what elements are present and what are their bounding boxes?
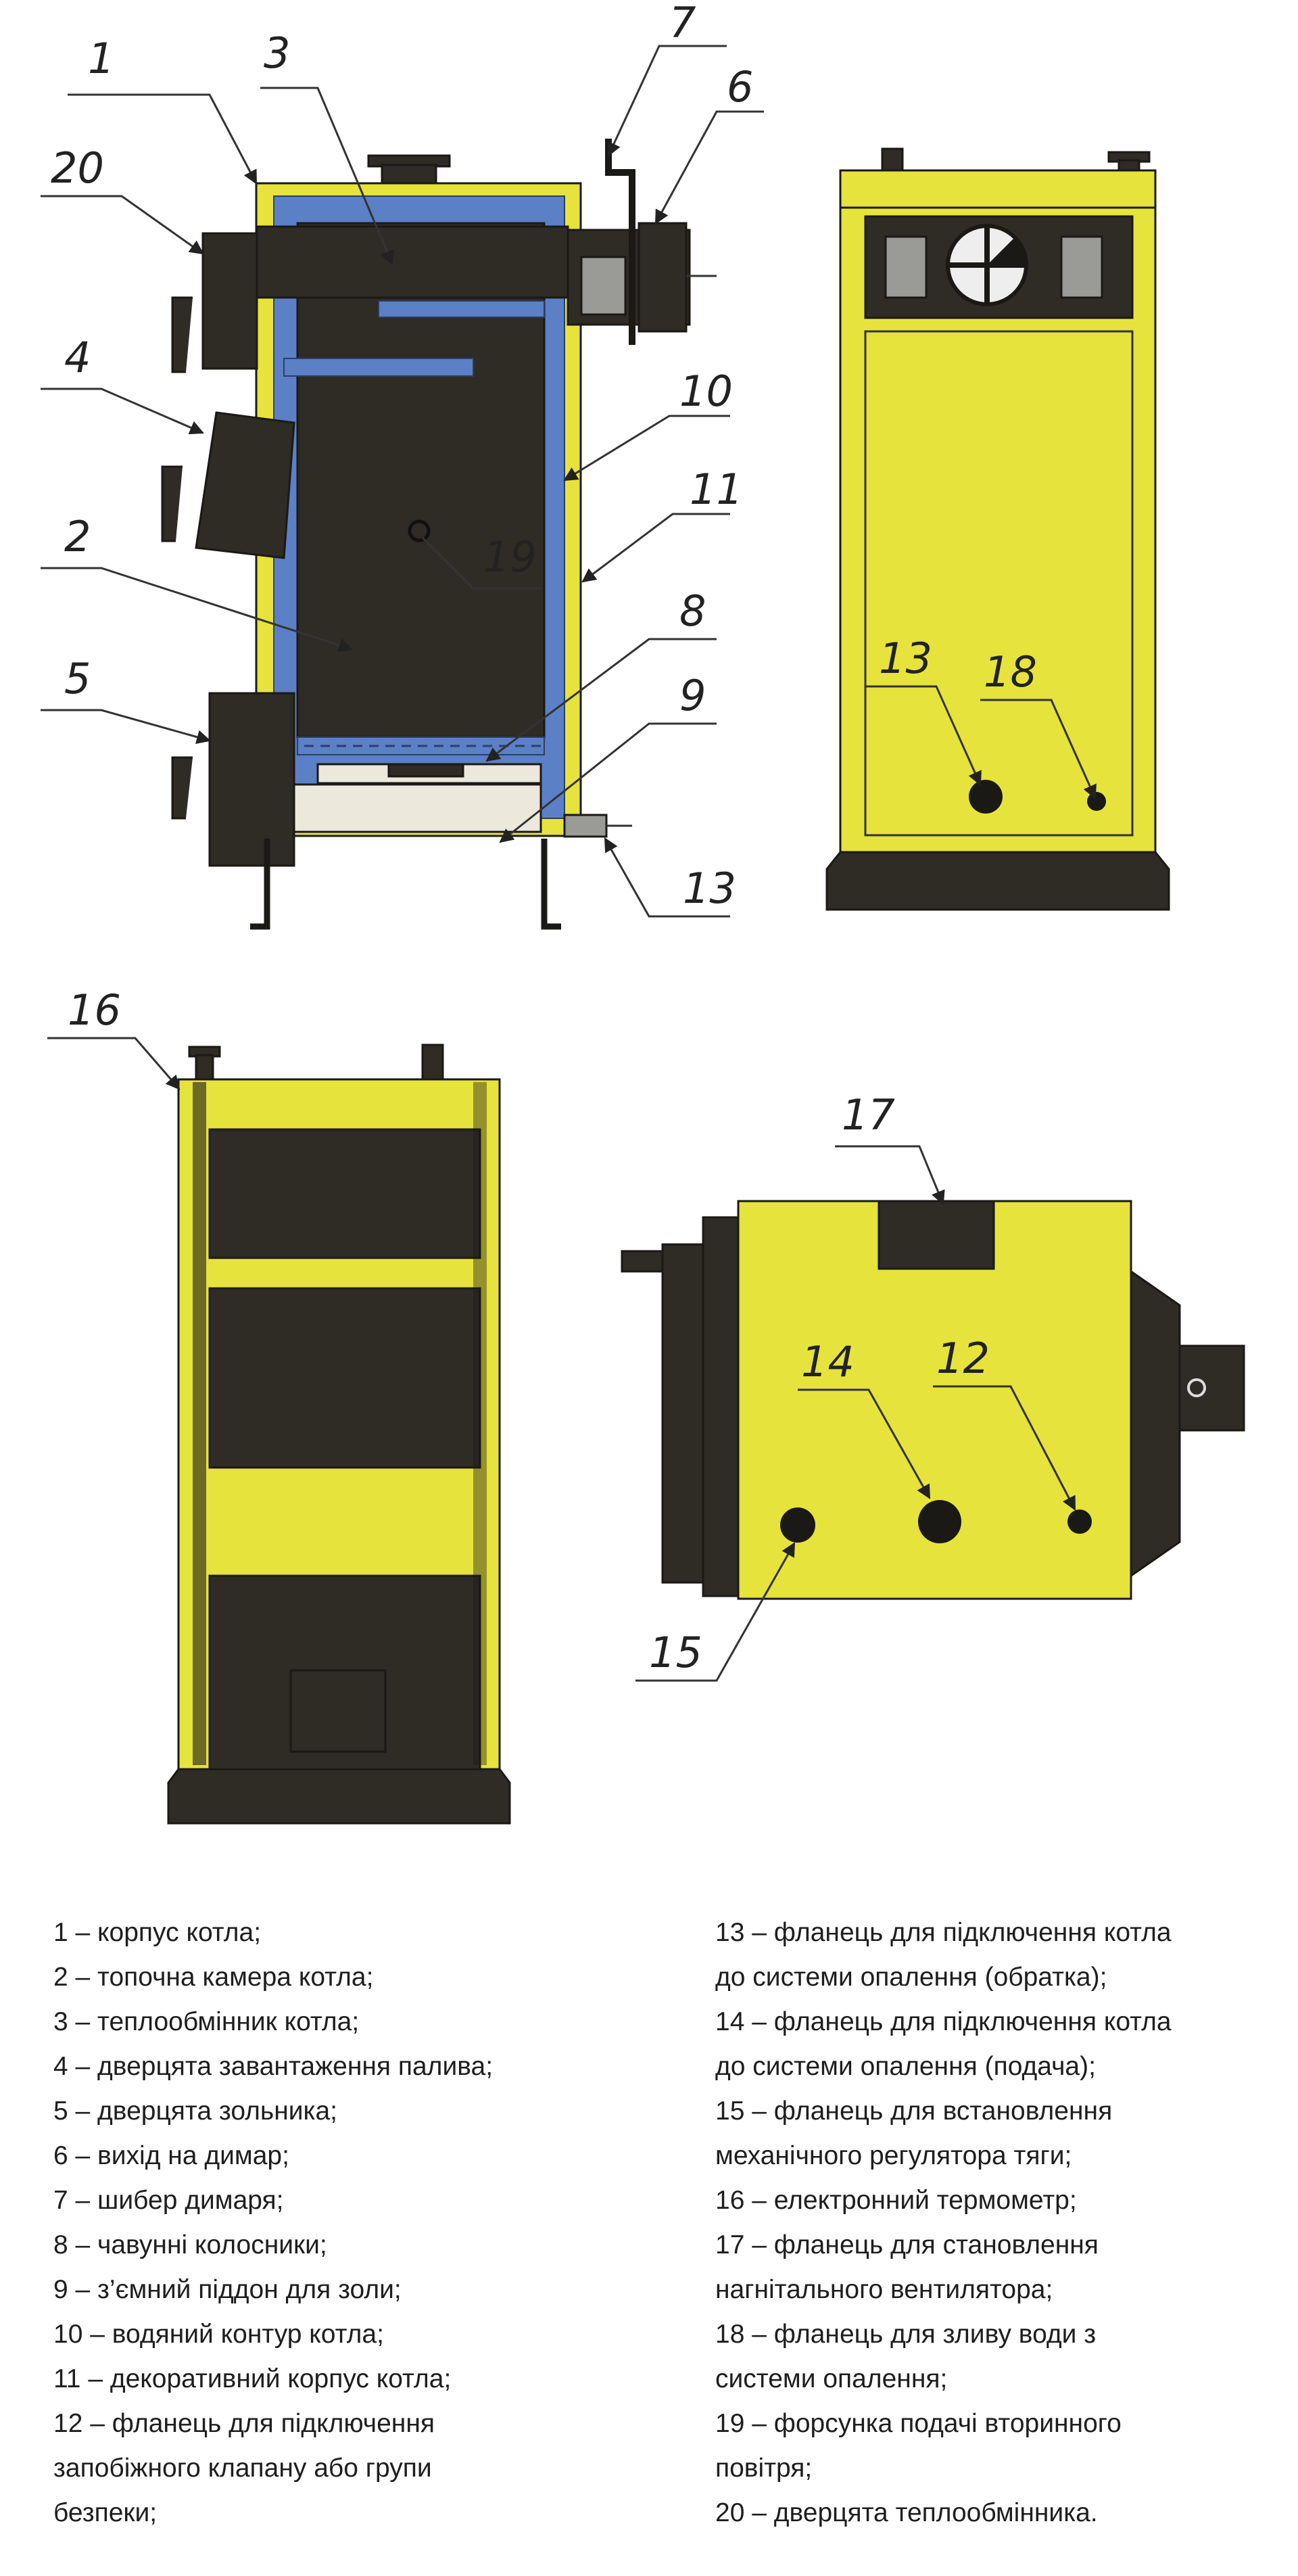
legend-right-column: 13 – фланець для підключення котла до сис… — [715, 1911, 1172, 2535]
legend-item-line: нагнітального вентилятора; — [715, 2275, 1053, 2304]
callout-18: 18 — [984, 647, 1037, 697]
legend-item: 1 – корпус котла; — [53, 1911, 493, 1955]
legend-item-line: системи опалення; — [715, 2364, 948, 2393]
legend-item: 16 – електронний термометр; — [715, 2178, 1172, 2223]
callout-7: 7 — [669, 0, 696, 47]
legend-item: 10 – водяний контур котла; — [53, 2312, 493, 2357]
drain-flange — [1087, 792, 1106, 811]
legend-item-line: механічного регулятора тяги; — [715, 2141, 1072, 2170]
legend-item-line: 9 – з’ємний піддон для золи; — [53, 2275, 402, 2304]
legend-item: 18 – фланець для зливу води з системи опа… — [715, 2312, 1172, 2402]
fuel-loading-door — [195, 411, 295, 559]
legend-left-column: 1 – корпус котла; 2 – топочна камера котл… — [53, 1911, 493, 2535]
legend-item: 5 – дверцята зольника; — [53, 2089, 493, 2134]
callout-16: 16 — [68, 985, 121, 1035]
supply-flange — [918, 1500, 961, 1543]
legend-item-line: 18 – фланець для зливу води з — [715, 2320, 1097, 2349]
legend-item: 6 – вихід на димар; — [53, 2134, 493, 2178]
flue-pipe — [1178, 1344, 1245, 1432]
heat-exchanger-door — [201, 232, 258, 370]
legend-item: 8 – чавунні колосники; — [53, 2223, 493, 2268]
callout-4: 4 — [64, 333, 91, 382]
legend-item-line: запобіжного клапану або групи — [53, 2454, 432, 2483]
legend-item-line: 12 – фланець для підключення — [53, 2409, 435, 2438]
return-flange-back — [969, 780, 1003, 814]
legend-item: 19 – форсунка подачі вторинного повітря; — [715, 2402, 1172, 2491]
callout-11: 11 — [690, 465, 743, 514]
legend-item: 7 – шибер димаря; — [53, 2178, 493, 2223]
callout-19: 19 — [483, 532, 537, 582]
legend-item-line: 2 – топочна камера котла; — [53, 1963, 374, 1992]
legend-item-line: до системи опалення (обратка); — [715, 1963, 1107, 1992]
callout-6: 6 — [727, 62, 753, 112]
callout-1: 1 — [88, 34, 114, 83]
legend-item-line: 11 – декоративний корпус котла; — [53, 2364, 452, 2393]
legend-item: 13 – фланець для підключення котла до сис… — [715, 1911, 1172, 2000]
legend-item-line: 20 – дверцята теплообмінника. — [715, 2498, 1098, 2527]
legend-item-line: повітря; — [715, 2454, 813, 2483]
safety-valve-flange — [1067, 1509, 1092, 1534]
legend-item-line: 19 – форсунка подачі вторинного — [715, 2409, 1122, 2438]
legend-item: 20 – дверцята теплообмінника. — [715, 2491, 1172, 2535]
secondary-air-nozzle — [408, 519, 431, 542]
callout-3: 3 — [264, 28, 290, 78]
callout-20: 20 — [51, 143, 104, 193]
callouts: 1 3 7 6 20 4 10 11 2 19 8 5 9 13 13 18 1… — [41, 0, 1097, 1682]
legend-item: 17 – фланець для становлення нагнітальног… — [715, 2223, 1172, 2312]
legend-item-line: 14 – фланець для підключення котла — [715, 2007, 1172, 2036]
callout-2: 2 — [64, 512, 91, 561]
legend-item-line: 1 – корпус котла; — [53, 1918, 262, 1947]
front-view — [167, 1044, 511, 1825]
draft-regulator-flange — [780, 1507, 815, 1543]
legend-item-line: 7 – шибер димаря; — [53, 2186, 284, 2215]
loading-door — [208, 1287, 481, 1469]
legend-item: 14 – фланець для підключення котла до сис… — [715, 2000, 1172, 2089]
callout-13-section: 13 — [683, 864, 736, 913]
callout-12: 12 — [936, 1334, 990, 1383]
callout-8: 8 — [679, 586, 706, 636]
ash-tray — [256, 783, 542, 833]
legend-item: 2 – топочна камера котла; — [53, 1955, 493, 2000]
upper-door — [208, 1128, 481, 1259]
side-view — [621, 1200, 1245, 1600]
boiler-diagram: 1 3 7 6 20 4 10 11 2 19 8 5 9 13 13 18 1… — [41, 0, 1245, 1825]
callout-15: 15 — [649, 1628, 702, 1677]
legend-item: 9 – з’ємний піддон для золи; — [53, 2268, 493, 2312]
callout-13-back: 13 — [879, 634, 932, 683]
legend-item: 15 – фланець для встановлення механічного… — [715, 2089, 1172, 2178]
legend-item: 12 – фланець для підключення запобіжного … — [53, 2402, 493, 2535]
legend-item: 11 – декоративний корпус котла; — [53, 2357, 493, 2402]
callout-14: 14 — [801, 1337, 855, 1386]
back-view — [825, 147, 1170, 911]
callout-5: 5 — [64, 654, 91, 703]
return-flange — [563, 814, 608, 838]
legend-item-line: 15 – фланець для встановлення — [715, 2097, 1113, 2126]
legend-item-line: 8 – чавунні колосники; — [53, 2230, 327, 2259]
legend-item-line: 13 – фланець для підключення котла — [715, 1918, 1172, 1947]
legend-item-line: 5 – дверцята зольника; — [53, 2097, 337, 2126]
section-view — [161, 139, 717, 930]
heat-exchanger — [256, 225, 569, 299]
legend-item-line: 4 – дверцята завантаження палива; — [53, 2052, 494, 2081]
legend-item-line: 17 – фланець для становлення — [715, 2230, 1099, 2259]
callout-10: 10 — [679, 367, 733, 416]
callout-17: 17 — [842, 1090, 895, 1140]
legend-item-line: безпеки; — [53, 2498, 158, 2527]
legend-item: 4 – дверцята завантаження палива; — [53, 2044, 493, 2089]
legend-item-line: 16 – електронний термометр; — [715, 2186, 1077, 2215]
legend-item: 3 – теплообмінник котла; — [53, 2000, 493, 2044]
legend-item-line: 3 – теплообмінник котла; — [53, 2007, 360, 2036]
legend-item-line: 6 – вихід на димар; — [53, 2141, 289, 2170]
callout-9: 9 — [679, 671, 706, 720]
legend-item-line: 10 – водяний контур котла; — [53, 2320, 384, 2349]
ash-door — [208, 692, 295, 867]
legend-item-line: до системи опалення (подача); — [715, 2052, 1096, 2081]
